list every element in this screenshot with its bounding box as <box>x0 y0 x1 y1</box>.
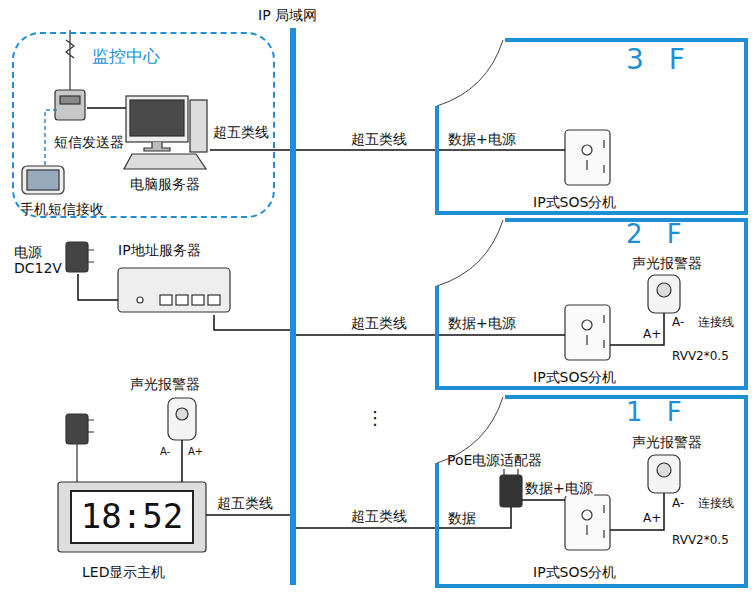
annotation-label: 数据 <box>448 510 476 526</box>
cable-connector <box>206 514 290 516</box>
node-label: 监控中心 <box>92 47 160 67</box>
cable-connector <box>610 493 664 530</box>
node-label: IP 局域网 <box>258 7 317 23</box>
alarm-device: 声光报警器 <box>648 275 680 313</box>
led-display-host: 18:52LED显示主机 <box>58 482 206 552</box>
annotation-label: 连接线 <box>698 316 734 330</box>
annotation-label: 数据+电源 <box>448 131 516 147</box>
alarm-device: 声光报警器 <box>648 455 680 493</box>
cable-label: 超五类线 <box>216 495 274 511</box>
ip-address-server: IP地址服务器 <box>118 265 230 315</box>
sos-extension: IP式SOS分机 <box>565 495 610 550</box>
cable-label: 超五类线 <box>350 131 408 147</box>
annotation-label: A- <box>672 497 684 511</box>
poe-adapter: PoE电源适配器 <box>500 475 522 507</box>
node-label: 短信发送器 <box>54 134 124 150</box>
node-label: 3 F <box>626 44 693 76</box>
node-label: IP式SOS分机 <box>533 194 616 210</box>
annotation-label: 连接线 <box>698 497 734 511</box>
floor-room: 3 F IP式SOS分机 <box>435 38 748 215</box>
annotation-label: RVV2*0.5 <box>672 350 729 364</box>
node-label: 电脑服务器 <box>130 176 200 192</box>
cable-connector <box>296 149 565 151</box>
annotation-label: A- <box>160 446 170 458</box>
cable-label: 数据+电源 <box>524 480 594 496</box>
cable-label: 超五类线 <box>350 508 408 524</box>
power-adapter: 电源 DC12V <box>66 238 90 274</box>
annotation-label: RVV2*0.5 <box>672 534 729 548</box>
cable-connector <box>78 274 118 300</box>
cable-connector <box>210 149 290 151</box>
sos-extension: IP式SOS分机 <box>565 130 610 185</box>
annotation-label: ⋮ <box>366 408 384 429</box>
alarm-device: 声光报警器 <box>168 398 196 440</box>
cable-connector <box>214 315 290 330</box>
annotation-label: A+ <box>643 328 661 342</box>
annotation-label: A- <box>672 316 684 330</box>
cable-label: 超五类线 <box>212 124 270 140</box>
node-label: 电源 DC12V <box>14 244 64 276</box>
cable-connector <box>296 507 511 528</box>
cable-connector <box>181 440 183 482</box>
room-outline <box>435 218 748 390</box>
cable-connector <box>610 313 664 345</box>
node-label: 手机短信接收 <box>20 201 104 217</box>
node-label: IP式SOS分机 <box>533 564 616 580</box>
mobile-phone: 手机短信接收 <box>22 166 68 198</box>
ip-lan-bus: IP 局域网 <box>290 28 296 585</box>
cable-connector <box>87 107 126 109</box>
node-label: PoE电源适配器 <box>447 452 542 468</box>
cable-connector <box>522 499 565 501</box>
node-label: IP式SOS分机 <box>533 369 616 385</box>
sms-sender: 短信发送器 <box>57 90 87 122</box>
annotation-label: A+ <box>643 512 661 526</box>
node-label: 声光报警器 <box>130 376 200 392</box>
annotation-label: A+ <box>188 446 203 458</box>
sos-extension: IP式SOS分机 <box>565 305 610 360</box>
floor-room: 2 F IP式SOS分机 声光报警器 <box>435 218 748 390</box>
node-label: 18:52 <box>70 490 194 544</box>
annotation-label: 数据+电源 <box>448 315 516 331</box>
cable-connector <box>296 334 565 336</box>
node-label: 声光报警器 <box>632 255 702 271</box>
room-outline <box>435 38 748 215</box>
node-caption: LED显示主机 <box>82 564 165 580</box>
computer-server: 电脑服务器 <box>126 94 210 172</box>
node-label: 2 F <box>626 220 690 250</box>
node-label: 1 F <box>626 398 690 428</box>
cable-label: 超五类线 <box>350 315 408 331</box>
node-label: IP地址服务器 <box>118 242 201 258</box>
node-label: 声光报警器 <box>632 434 702 450</box>
